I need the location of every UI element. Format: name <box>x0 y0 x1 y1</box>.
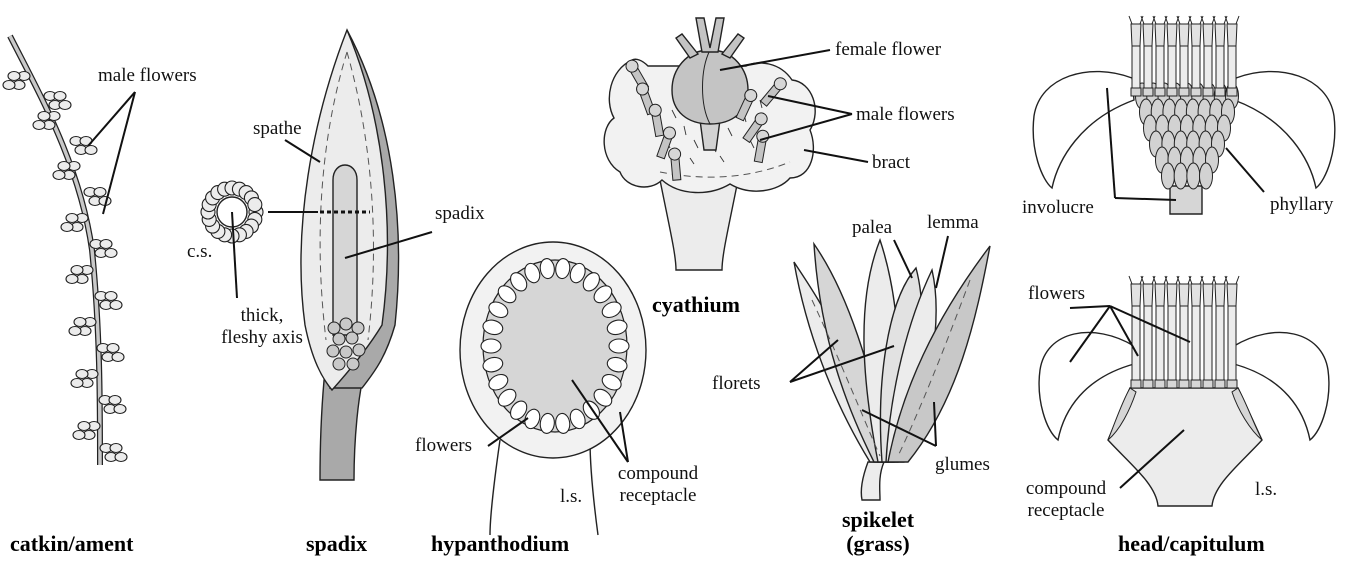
spadix-title: spadix <box>306 531 367 556</box>
head-panel: involucre phyllary flowers compound rece… <box>1022 16 1335 556</box>
catkin-flower <box>61 223 73 232</box>
catkin-flower <box>76 370 88 379</box>
catkin-flower <box>66 275 78 284</box>
spikelet-title-line2: (grass) <box>846 531 910 556</box>
catkin-flower <box>85 146 97 155</box>
disc-flower <box>1177 276 1191 388</box>
disc-flower <box>1213 16 1227 96</box>
disc-flower <box>1201 16 1215 96</box>
phyllary <box>1162 163 1175 189</box>
catkin-flower <box>112 353 124 362</box>
hypanthodium-flower <box>481 339 501 353</box>
disc-flower <box>1225 276 1239 388</box>
catkin-flower <box>58 162 70 171</box>
catkin-flower <box>59 101 71 110</box>
hypanthodium-receptacle-label-2: receptacle <box>620 485 697 506</box>
head-title: head/capitulum <box>1118 531 1265 556</box>
spathe-label: spathe <box>253 118 302 139</box>
head-ls-label: l.s. <box>1255 479 1277 500</box>
spikelet-title-line1: spikelet <box>842 507 915 532</box>
cyathium-panel: female flower male flowers bract cyathiu… <box>604 18 955 317</box>
catkin-flower <box>33 121 45 130</box>
hypanthodium-flower <box>609 339 629 353</box>
cyathium-stalk <box>660 180 738 270</box>
hypanthodium-flowers-label: flowers <box>415 435 472 456</box>
spikelet-panel: palea lemma florets glumes spikelet (gra… <box>712 212 990 556</box>
catkin-flower <box>74 318 86 327</box>
cyathium-male-flowers-label: male flowers <box>856 104 955 125</box>
involucre-phyllaries <box>1136 83 1239 189</box>
cross-section-flower <box>248 198 262 212</box>
catkin-flower <box>105 249 117 258</box>
catkin-flower <box>105 292 117 301</box>
glumes-label: glumes <box>935 454 990 475</box>
catkin-flower <box>73 431 85 440</box>
catkin-title: catkin/ament <box>10 531 134 556</box>
catkin-flower <box>38 112 50 121</box>
disc-flower <box>1189 276 1203 388</box>
lemma-label: lemma <box>927 212 979 233</box>
phyllary <box>1200 163 1213 189</box>
catkin-flower <box>110 301 122 310</box>
palea-label: palea <box>852 217 893 238</box>
ray-left-top <box>1033 72 1134 188</box>
disc-flower <box>1141 276 1155 388</box>
catkin-flower <box>94 188 106 197</box>
hypanthodium-ls-label: l.s. <box>560 486 582 507</box>
catkin-flower <box>71 266 83 275</box>
disc-flower <box>1213 276 1227 388</box>
florets-label: florets <box>712 373 761 394</box>
phyllary <box>1187 163 1200 189</box>
catkin-flower <box>107 344 119 353</box>
ray-right-top <box>1234 72 1335 188</box>
cyathium-female-flower <box>672 50 748 124</box>
disc-flowers-ls <box>1129 276 1239 388</box>
disc-flower <box>1129 276 1143 388</box>
hypanthodium-panel: flowers compound receptacle l.s. hypanth… <box>415 242 699 556</box>
catkin-flower <box>3 81 15 90</box>
spadix-axis <box>333 165 357 335</box>
catkin-flower <box>69 327 81 336</box>
phyllary-label: phyllary <box>1270 194 1334 215</box>
catkin-male-flower-clusters <box>3 72 127 462</box>
spadix-label: spadix <box>435 203 485 224</box>
catkin-flower <box>109 396 121 405</box>
catkin-flower <box>78 422 90 431</box>
catkin-flower <box>100 240 112 249</box>
catkin-flower <box>114 405 126 414</box>
axis-label-line2: fleshy axis <box>221 327 303 348</box>
catkin-flower <box>66 214 78 223</box>
catkin-male-flowers-label: male flowers <box>98 65 197 86</box>
disc-flowers-top <box>1129 16 1239 96</box>
hypanthodium-receptacle-label-1: compound <box>618 463 699 484</box>
catkin-flower <box>53 171 65 180</box>
phyllary <box>1174 163 1187 189</box>
catkin-flower <box>71 379 83 388</box>
involucre-label: involucre <box>1022 197 1094 218</box>
head-flowers-label: flowers <box>1028 283 1085 304</box>
catkin-panel: male flowers catkin/ament <box>3 36 197 556</box>
cyathium-title: cyathium <box>652 292 740 317</box>
head-receptacle-label-2: receptacle <box>1028 500 1105 521</box>
catkin-flower <box>115 453 127 462</box>
cyathium-bract-label: bract <box>872 152 911 173</box>
disc-flower <box>1201 276 1215 388</box>
cross-section-label: c.s. <box>187 241 212 262</box>
disc-flower <box>1153 276 1167 388</box>
axis-label-line1: thick, <box>241 305 284 326</box>
hypanthodium-title: hypanthodium <box>431 531 569 556</box>
catkin-flower <box>54 92 66 101</box>
cyathium-female-flower-label: female flower <box>835 39 942 60</box>
head-receptacle-label-1: compound <box>1026 478 1107 499</box>
catkin-flower <box>8 72 20 81</box>
spadix-panel: spathe spadix c.s. thick, fleshy axis sp… <box>187 30 485 556</box>
catkin-flower <box>110 444 122 453</box>
